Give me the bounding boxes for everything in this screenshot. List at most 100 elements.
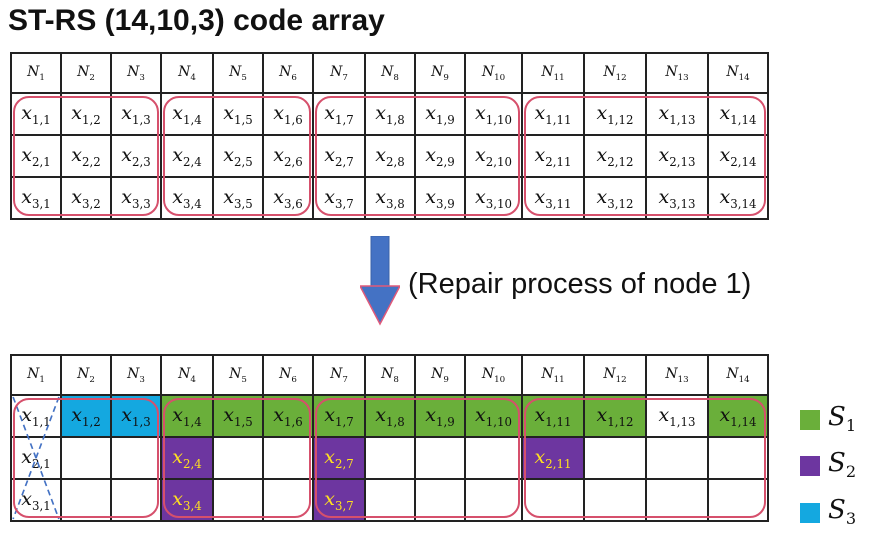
bottom-data-cell: x1,8 bbox=[364, 394, 416, 438]
bottom-data-cell: x1,12 bbox=[583, 394, 647, 438]
bottom-header-cell: N1 bbox=[10, 354, 62, 396]
bottom-data-cell bbox=[464, 436, 523, 480]
top-header-cell: N12 bbox=[583, 52, 647, 94]
bottom-header-cell: N13 bbox=[645, 354, 709, 396]
repair-process-label: (Repair process of node 1) bbox=[408, 268, 752, 300]
top-header-cell: N11 bbox=[521, 52, 585, 94]
top-data-cell: x2,12 bbox=[583, 134, 647, 178]
top-data-cell: x2,7 bbox=[312, 134, 366, 178]
top-header-cell: N4 bbox=[160, 52, 214, 94]
bottom-data-cell bbox=[464, 478, 523, 522]
top-data-cell: x1,3 bbox=[110, 92, 162, 136]
bottom-data-cell bbox=[60, 436, 112, 480]
top-header-cell: N3 bbox=[110, 52, 162, 94]
top-header-cell: N7 bbox=[312, 52, 366, 94]
top-data-cell: x2,2 bbox=[60, 134, 112, 178]
bottom-data-cell: x2,7 bbox=[312, 436, 366, 480]
top-data-cell: x3,14 bbox=[707, 176, 769, 220]
top-header-cell: N2 bbox=[60, 52, 112, 94]
top-data-cell: x2,9 bbox=[414, 134, 466, 178]
top-data-cell: x1,4 bbox=[160, 92, 214, 136]
bottom-data-cell: x1,14 bbox=[707, 394, 769, 438]
bottom-data-cell bbox=[212, 478, 264, 522]
top-data-cell: x3,2 bbox=[60, 176, 112, 220]
top-header-cell: N6 bbox=[262, 52, 314, 94]
bottom-header-cell: N9 bbox=[414, 354, 466, 396]
bottom-header-cell: N14 bbox=[707, 354, 769, 396]
top-header-cell: N5 bbox=[212, 52, 264, 94]
top-data-cell: x1,14 bbox=[707, 92, 769, 136]
bottom-data-cell: x2,11 bbox=[521, 436, 585, 480]
bottom-header-cell: N5 bbox=[212, 354, 264, 396]
top-data-cell: x3,6 bbox=[262, 176, 314, 220]
legend-label: S1 bbox=[828, 402, 857, 436]
bottom-data-cell: x2,1 bbox=[10, 436, 62, 480]
top-data-cell: x1,12 bbox=[583, 92, 647, 136]
bottom-header-cell: N4 bbox=[160, 354, 214, 396]
bottom-data-cell bbox=[583, 478, 647, 522]
bottom-header-cell: N7 bbox=[312, 354, 366, 396]
top-data-cell: x3,8 bbox=[364, 176, 416, 220]
bottom-data-cell: x1,11 bbox=[521, 394, 585, 438]
bottom-data-cell: x1,5 bbox=[212, 394, 264, 438]
bottom-data-cell: x1,13 bbox=[645, 394, 709, 438]
bottom-data-cell bbox=[60, 478, 112, 522]
bottom-data-cell: x1,2 bbox=[60, 394, 112, 438]
bottom-data-cell: x1,7 bbox=[312, 394, 366, 438]
top-data-cell: x2,11 bbox=[521, 134, 585, 178]
top-data-cell: x1,9 bbox=[414, 92, 466, 136]
top-header-cell: N10 bbox=[464, 52, 523, 94]
bottom-data-cell bbox=[364, 478, 416, 522]
bottom-data-cell bbox=[414, 478, 466, 522]
top-data-cell: x1,6 bbox=[262, 92, 314, 136]
top-data-cell: x1,1 bbox=[10, 92, 62, 136]
top-data-cell: x3,13 bbox=[645, 176, 709, 220]
top-header-cell: N14 bbox=[707, 52, 769, 94]
bottom-header-cell: N2 bbox=[60, 354, 112, 396]
bottom-data-cell bbox=[645, 478, 709, 522]
bottom-data-cell bbox=[212, 436, 264, 480]
top-header-cell: N9 bbox=[414, 52, 466, 94]
bottom-data-cell: x1,3 bbox=[110, 394, 162, 438]
top-header-cell: N1 bbox=[10, 52, 62, 94]
top-data-cell: x2,5 bbox=[212, 134, 264, 178]
top-data-cell: x1,10 bbox=[464, 92, 523, 136]
bottom-data-cell bbox=[110, 478, 162, 522]
top-data-cell: x1,5 bbox=[212, 92, 264, 136]
legend-swatch bbox=[800, 456, 820, 476]
top-header-cell: N8 bbox=[364, 52, 416, 94]
top-data-cell: x2,6 bbox=[262, 134, 314, 178]
bottom-data-cell: x1,1 bbox=[10, 394, 62, 438]
bottom-header-cell: N12 bbox=[583, 354, 647, 396]
legend-swatch bbox=[800, 410, 820, 430]
top-data-cell: x3,1 bbox=[10, 176, 62, 220]
top-data-cell: x3,4 bbox=[160, 176, 214, 220]
bottom-data-cell: x3,1 bbox=[10, 478, 62, 522]
top-data-cell: x2,4 bbox=[160, 134, 214, 178]
bottom-data-cell bbox=[583, 436, 647, 480]
bottom-data-cell: x1,4 bbox=[160, 394, 214, 438]
top-data-cell: x2,8 bbox=[364, 134, 416, 178]
bottom-header-cell: N6 bbox=[262, 354, 314, 396]
bottom-data-cell bbox=[262, 436, 314, 480]
bottom-header-cell: N11 bbox=[521, 354, 585, 396]
top-header-cell: N13 bbox=[645, 52, 709, 94]
bottom-data-cell: x3,4 bbox=[160, 478, 214, 522]
bottom-data-cell bbox=[707, 478, 769, 522]
bottom-data-cell bbox=[262, 478, 314, 522]
top-data-cell: x2,13 bbox=[645, 134, 709, 178]
top-data-cell: x2,10 bbox=[464, 134, 523, 178]
top-data-cell: x3,11 bbox=[521, 176, 585, 220]
legend-label: S2 bbox=[828, 448, 857, 482]
top-data-cell: x2,1 bbox=[10, 134, 62, 178]
